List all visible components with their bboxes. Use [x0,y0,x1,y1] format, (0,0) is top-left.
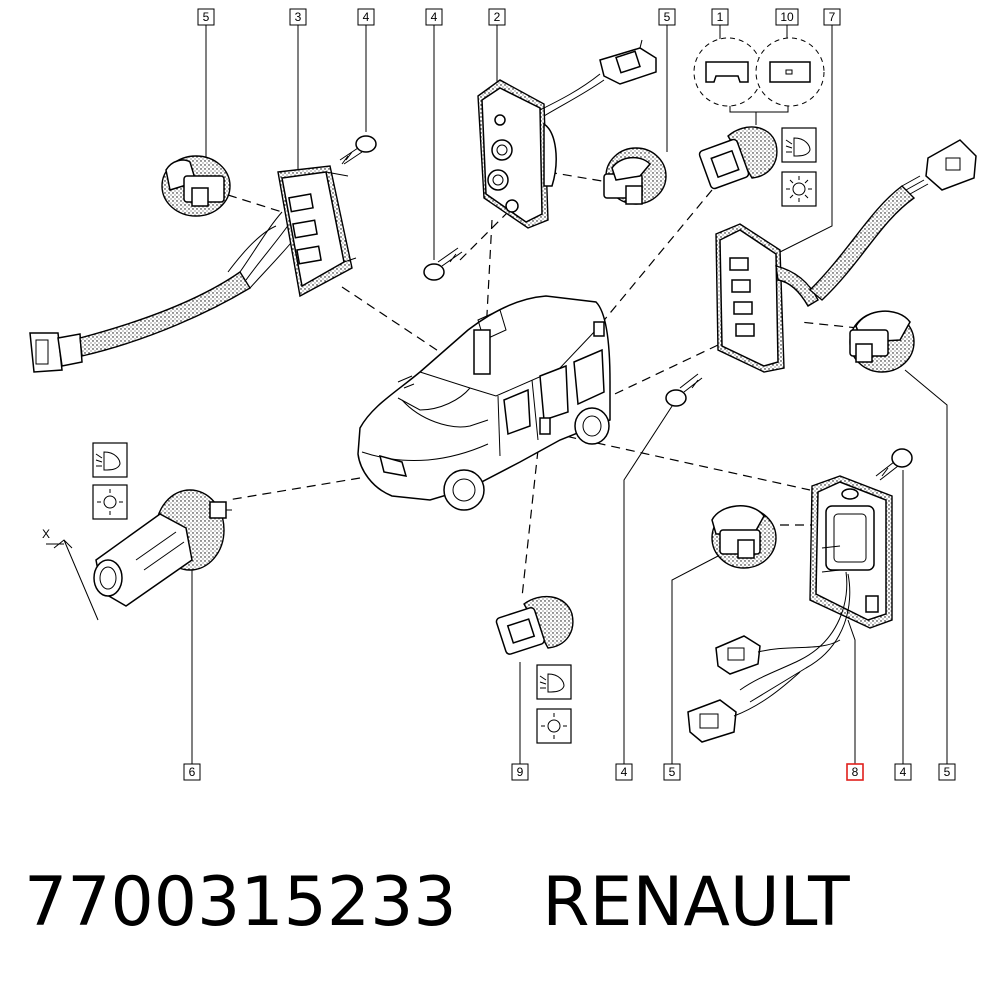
callout-1: 1 [711,8,729,26]
svg-text:7: 7 [829,10,836,24]
leader-lines [191,25,948,764]
headlamp-symbol-icon [536,664,572,700]
callout-5-bottom-a: 5 [663,763,681,781]
svg-text:6: 6 [189,765,196,779]
callout-5-top-left: 5 [197,8,215,26]
callout-9: 9 [511,763,529,781]
harness-plug-bottom-b [687,671,801,743]
bulb-holder-large [46,489,232,621]
svg-text:5: 5 [669,765,676,779]
svg-text:2: 2 [494,10,501,24]
callout-7: 7 [823,8,841,26]
harness-connector-left [29,211,301,373]
callout-6: 6 [183,763,201,781]
headlamp-symbol-icon [781,127,817,163]
footer-caption: 7700315233 RENAULT [24,858,984,948]
rear-lamp-left [277,165,357,298]
vehicle-outline [357,295,611,511]
svg-text:9: 9 [517,765,524,779]
callout-2: 2 [488,8,506,26]
bulb-holder-top-left [161,155,231,217]
bulb-holder-bottom [711,505,777,569]
callout-5-bottom-b: 5 [938,763,956,781]
screw-top-left [339,135,377,165]
svg-text:5: 5 [203,10,210,24]
headlamp-symbol-icon [92,442,128,478]
dimension-x-label: X [42,527,50,541]
svg-text:10: 10 [780,10,794,24]
callout-10: 10 [775,8,799,26]
screw-bottom-right [875,448,913,481]
brand-name: RENAULT [542,863,850,942]
harness-connector-right [808,139,977,301]
callout-8-highlighted: 8 [846,763,864,781]
svg-text:4: 4 [363,10,370,24]
harness-plug-bottom-a [715,635,841,675]
callout-4-top-b: 4 [425,8,443,26]
svg-text:5: 5 [944,765,951,779]
plate-lamp-connector [599,39,657,85]
bulb-holder-right [849,310,915,373]
svg-text:3: 3 [295,10,302,24]
svg-text:8: 8 [852,765,859,779]
svg-text:4: 4 [431,10,438,24]
svg-text:1: 1 [717,10,724,24]
svg-text:5: 5 [664,10,671,24]
screw-right-mid [665,373,703,407]
interior-light-symbol-icon [781,171,817,207]
screw-plate [423,247,463,281]
callout-4-bottom-b: 4 [894,763,912,781]
bulb-socket-top [698,126,778,190]
interior-light-symbol-icon [92,484,128,520]
rear-lamp-right [715,223,819,373]
callout-3: 3 [289,8,307,26]
callout-4-top-a: 4 [357,8,375,26]
connector-detail-1 [693,37,763,107]
rear-lamp-bottom [739,475,893,703]
callout-5-top-mid: 5 [658,8,676,26]
connector-detail-10 [755,37,825,107]
bulb-socket-bottom [495,595,574,655]
part-number: 7700315233 [24,863,457,942]
callout-4-bottom-a: 4 [615,763,633,781]
interior-light-symbol-icon [536,708,572,744]
plate-lamp-housing [477,73,605,229]
svg-text:4: 4 [900,765,907,779]
bulb-holder-top-mid [603,147,667,205]
svg-text:4: 4 [621,765,628,779]
